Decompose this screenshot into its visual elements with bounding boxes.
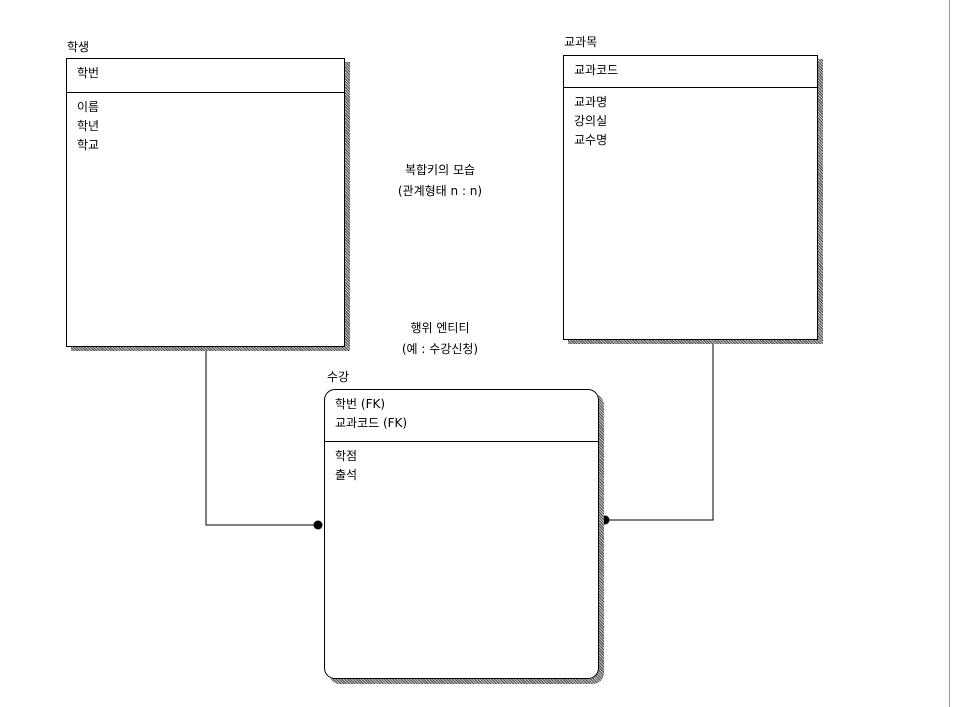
enrollment-key-attribute: 학번 (FK) xyxy=(335,397,386,411)
composite-key-note: 복합키의 모습 (관계형태 n : n) xyxy=(370,160,510,202)
course-key-area: 교과코드 xyxy=(564,56,817,88)
student-enrollment-relationship-line xyxy=(205,347,318,526)
student-attribute: 학교 xyxy=(77,138,100,152)
action-entity-note-line: (예 : 수강신청) xyxy=(401,342,479,356)
action-entity-note-line: 행위 엔티티 xyxy=(410,321,470,335)
composite-key-note-line: 복합키의 모습 xyxy=(404,163,476,177)
page-right-border xyxy=(949,0,950,707)
enrollment-entity[interactable]: 학번 (FK) 교과코드 (FK) 학점 출석 xyxy=(324,389,599,679)
course-entity-title: 교과목 xyxy=(564,35,598,49)
course-attribute: 교수명 xyxy=(574,133,608,147)
student-attribute: 학년 xyxy=(77,119,100,133)
course-attribute: 강의실 xyxy=(574,114,608,128)
student-entity[interactable]: 학번 이름 학년 학교 xyxy=(66,58,345,347)
enrollment-key-attribute: 교과코드 (FK) xyxy=(335,416,408,430)
enrollment-attribute: 학점 xyxy=(335,449,358,463)
enrollment-attribute: 출석 xyxy=(335,468,358,482)
course-enrollment-relationship-line xyxy=(605,340,714,521)
student-attribute-area: 이름 학년 학교 xyxy=(67,93,344,155)
student-entity-title: 학생 xyxy=(67,40,90,54)
course-entity[interactable]: 교과코드 교과명 강의실 교수명 xyxy=(563,55,818,340)
student-key-area: 학번 xyxy=(67,59,344,93)
enrollment-key-area: 학번 (FK) 교과코드 (FK) xyxy=(325,390,598,442)
action-entity-note: 행위 엔티티 (예 : 수강신청) xyxy=(370,318,510,360)
student-attribute: 이름 xyxy=(77,100,100,114)
course-attribute-area: 교과명 강의실 교수명 xyxy=(564,88,817,150)
course-attribute: 교과명 xyxy=(574,95,608,109)
course-key-attribute: 교과코드 xyxy=(574,63,619,77)
enrollment-attribute-area: 학점 출석 xyxy=(325,442,598,485)
student-key-attribute: 학번 xyxy=(77,66,100,80)
student-enrollment-many-end-icon xyxy=(313,520,323,530)
enrollment-entity-title: 수강 xyxy=(327,370,350,384)
composite-key-note-line: (관계형태 n : n) xyxy=(397,184,483,198)
